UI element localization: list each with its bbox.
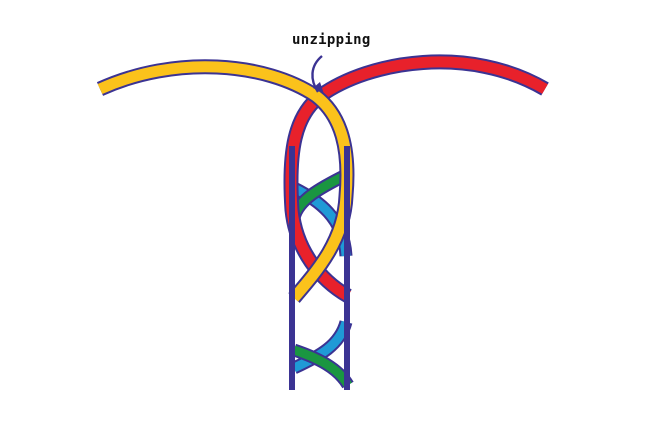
unzipping-label: unzipping xyxy=(292,32,371,48)
left-rail xyxy=(289,146,295,390)
annotation-arrow xyxy=(311,55,324,94)
right-rail xyxy=(344,146,350,390)
strand-yellow xyxy=(96,59,355,303)
helix-rails xyxy=(289,146,350,390)
arrowhead-icon xyxy=(313,82,324,94)
strand-red xyxy=(283,54,549,303)
